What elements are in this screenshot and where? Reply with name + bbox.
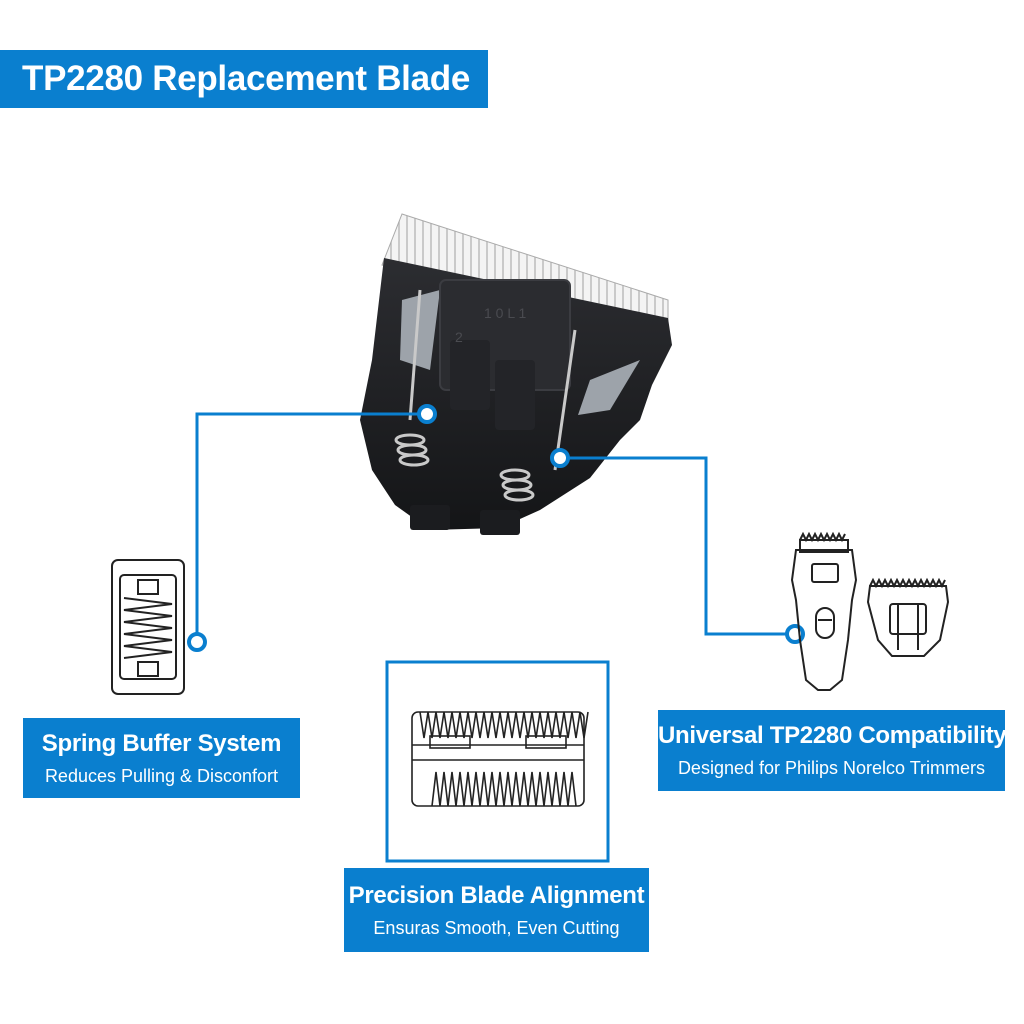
blade-marking-text: 1 0 L 1 <box>484 305 527 321</box>
callout-precision-alignment: Precision Blade Alignment Ensuras Smooth… <box>344 868 649 952</box>
spring-left <box>394 289 430 467</box>
callout-spring-subtext: Reduces Pulling & Disconfort <box>44 765 279 786</box>
page-title: TP2280 Replacement Blade <box>22 59 471 98</box>
connector-compat <box>560 456 795 636</box>
trimmer-icon <box>790 531 950 691</box>
callout-compat-heading: Universal TP2280 Compatibility <box>658 722 1007 749</box>
callout-precision-subtext: Ensuras Smooth, Even Cutting <box>373 917 620 938</box>
silver-plate-left <box>400 290 440 370</box>
callout-precision-heading: Precision Blade Alignment <box>348 881 645 909</box>
connector-lines <box>195 412 795 640</box>
callout-spring-buffer: Spring Buffer System Reduces Pulling & D… <box>23 718 300 798</box>
silver-plate-right <box>578 360 640 415</box>
title-banner: TP2280 Replacement Blade <box>0 50 488 108</box>
blade-teeth-icon <box>411 711 589 807</box>
spring-icon <box>111 559 185 695</box>
spring-right <box>499 329 577 502</box>
blade-product-image: 1 0 L 1 2 <box>360 213 672 535</box>
callout-compatibility: Universal TP2280 Compatibility Designed … <box>658 710 1007 791</box>
callout-compat-subtext: Designed for Philips Norelco Trimmers <box>677 758 986 778</box>
blade-number-text: 2 <box>455 329 463 345</box>
connector-spring <box>195 412 427 640</box>
callout-spring-heading: Spring Buffer System <box>41 729 282 757</box>
blade-teeth-icon-frame <box>385 660 610 863</box>
